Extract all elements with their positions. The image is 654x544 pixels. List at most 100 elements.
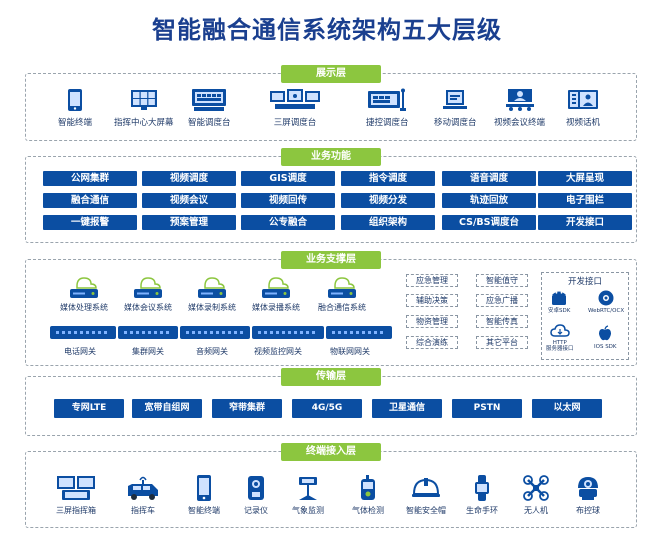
support-layer: 业务支撑层 媒体处理系统 媒体会议系统 媒体录制系统 媒体录播系统 融合通信系统… [25, 251, 637, 366]
func-video-backhaul: 视频回传 [241, 193, 335, 208]
display-layer: 展示层 智能终端 指挥中心大屏幕 智能调度台 三屏调度台 捷控调度台 移动调度台… [25, 65, 637, 141]
func-gis-dispatch: GIS调度 [241, 171, 335, 186]
func-one-key-alarm: 一键报警 [43, 215, 137, 230]
transport-broadband-adhoc: 宽带自组网 [132, 399, 202, 418]
display-layer-label: 展示层 [281, 65, 381, 83]
gateway-iot: 物联网网关 [330, 347, 370, 356]
transport-pstn: PSTN [452, 399, 522, 418]
dev-interface-box: 开发接口 安卓SDK WebRTC/OCX HTTP 服务器接口 IOS SDK [541, 272, 629, 360]
video-phone-icon [568, 90, 598, 109]
smartphone-icon [68, 89, 82, 111]
gas-detector-icon [361, 475, 375, 500]
sdk-http: HTTP 服务器接口 [546, 323, 574, 352]
cloud-server-icon [262, 277, 290, 298]
display-item-video-phone: 视频话机 [566, 88, 600, 128]
business-layer: 业务功能 公网集群 视频调度 GIS调度 指令调度 语音调度 大屏呈现 融合通信… [25, 148, 637, 243]
dome-camera-icon [578, 477, 598, 500]
func-voice-dispatch: 语音调度 [442, 171, 536, 186]
sdk-ios: IOS SDK [594, 325, 617, 350]
terminal-life-band: 生命手环 [466, 474, 498, 516]
gateway-phone: 电话网关 [64, 347, 96, 356]
tag-drill: 综合演练 [406, 336, 458, 349]
display-item-triple-screen-console: 三屏调度台 [269, 88, 321, 128]
webrtc-icon [598, 290, 614, 306]
vehicle-icon [128, 476, 158, 500]
terminal-layer-label: 终端接入层 [281, 443, 381, 461]
func-video-dispatch: 视频调度 [142, 171, 236, 186]
transport-satellite: 卫星通信 [372, 399, 442, 418]
transport-layer: 传输层 专网LTE 宽带自组网 窄带集群 4G/5G 卫星通信 PSTN 以太网 [25, 368, 637, 436]
system-media-conference: 媒体会议系统 [124, 274, 172, 313]
terminal-weather-monitor: 气象监测 [292, 474, 324, 516]
wristband-icon [475, 475, 489, 501]
func-track-playback: 轨迹回放 [442, 193, 536, 208]
tag-other-platform: 其它平台 [476, 336, 528, 349]
transport-private-lte: 专网LTE [54, 399, 124, 418]
func-video-distribution: 视频分发 [341, 193, 435, 208]
system-media-processing: 媒体处理系统 [60, 274, 108, 313]
conference-icon [505, 89, 534, 111]
terminal-smart-terminal: 智能终端 [188, 474, 220, 516]
display-item-video-conference-terminal: 视频会议终端 [494, 88, 545, 128]
func-dev-interface: 开发接口 [538, 215, 632, 230]
console-icon [192, 89, 227, 111]
support-layer-label: 业务支撑层 [281, 251, 381, 269]
terminal-command-vehicle: 指挥车 [126, 474, 160, 516]
func-fusion-comm: 融合通信 [43, 193, 137, 208]
weather-station-icon [299, 477, 317, 500]
sdk-webrtc: WebRTC/OCX [588, 289, 624, 314]
gateway-bar-audio [180, 326, 250, 339]
gateway-video-monitor: 视频监控网关 [254, 347, 302, 356]
gateway-bar-iot [326, 326, 392, 339]
gateway-audio: 音频网关 [196, 347, 228, 356]
transport-4g-5g: 4G/5G [292, 399, 362, 418]
system-media-broadcast: 媒体录播系统 [252, 274, 300, 313]
tag-emergency-mgmt: 应急管理 [406, 274, 458, 287]
func-public-cluster: 公网集群 [43, 171, 137, 186]
video-wall-icon [130, 90, 157, 110]
gateway-bar-phone [50, 326, 116, 339]
gateway-cluster: 集群网关 [132, 347, 164, 356]
cloud-server-icon [198, 277, 226, 298]
laptop-icon [443, 90, 468, 109]
terminal-dome-camera: 布控球 [576, 474, 600, 516]
display-item-smart-terminal: 智能终端 [58, 88, 92, 128]
drone-icon [523, 475, 549, 501]
transport-layer-label: 传输层 [281, 368, 381, 386]
transport-narrowband-cluster: 窄带集群 [212, 399, 282, 418]
sdk-android: 安卓SDK [548, 289, 570, 314]
transport-ethernet: 以太网 [532, 399, 602, 418]
terminal-triple-screen-box: 三屏指挥箱 [56, 474, 96, 516]
smartphone-icon [197, 475, 211, 501]
terminal-recorder: 记录仪 [244, 474, 268, 516]
tag-emergency-broadcast: 应急广播 [476, 294, 528, 307]
tag-smart-duty: 智能值守 [476, 274, 528, 287]
terminal-gas-detector: 气体检测 [352, 474, 384, 516]
page-title: 智能融合通信系统架构五大层级 [152, 16, 502, 44]
cloud-server-icon [134, 277, 162, 298]
func-public-private-fusion: 公专融合 [241, 215, 335, 230]
command-box-icon [57, 476, 95, 500]
triple-screen-icon [270, 89, 320, 109]
cloud-icon [549, 324, 570, 337]
func-plan-management: 预案管理 [142, 215, 236, 230]
gateway-bar-cluster [118, 326, 178, 339]
system-fusion-comm: 融合通信系统 [318, 274, 366, 313]
body-camera-icon [248, 476, 264, 500]
func-cs-bs-console: CS/BS调度台 [442, 215, 536, 230]
func-geofence: 电子围栏 [538, 193, 632, 208]
cloud-server-icon [328, 277, 356, 298]
terminal-drone: 无人机 [522, 474, 550, 516]
display-item-jiekong-console: 捷控调度台 [366, 88, 409, 128]
tag-decision-support: 辅助决策 [406, 294, 458, 307]
func-command-dispatch: 指令调度 [341, 171, 435, 186]
func-video-conference: 视频会议 [142, 193, 236, 208]
android-icon [552, 291, 567, 305]
func-org-structure: 组织架构 [341, 215, 435, 230]
display-item-mobile-console: 移动调度台 [434, 88, 477, 128]
system-media-recording: 媒体录制系统 [188, 274, 236, 313]
apple-icon [599, 325, 612, 341]
cloud-server-icon [70, 277, 98, 298]
business-layer-label: 业务功能 [281, 148, 381, 166]
console-with-mic-icon [368, 88, 407, 111]
